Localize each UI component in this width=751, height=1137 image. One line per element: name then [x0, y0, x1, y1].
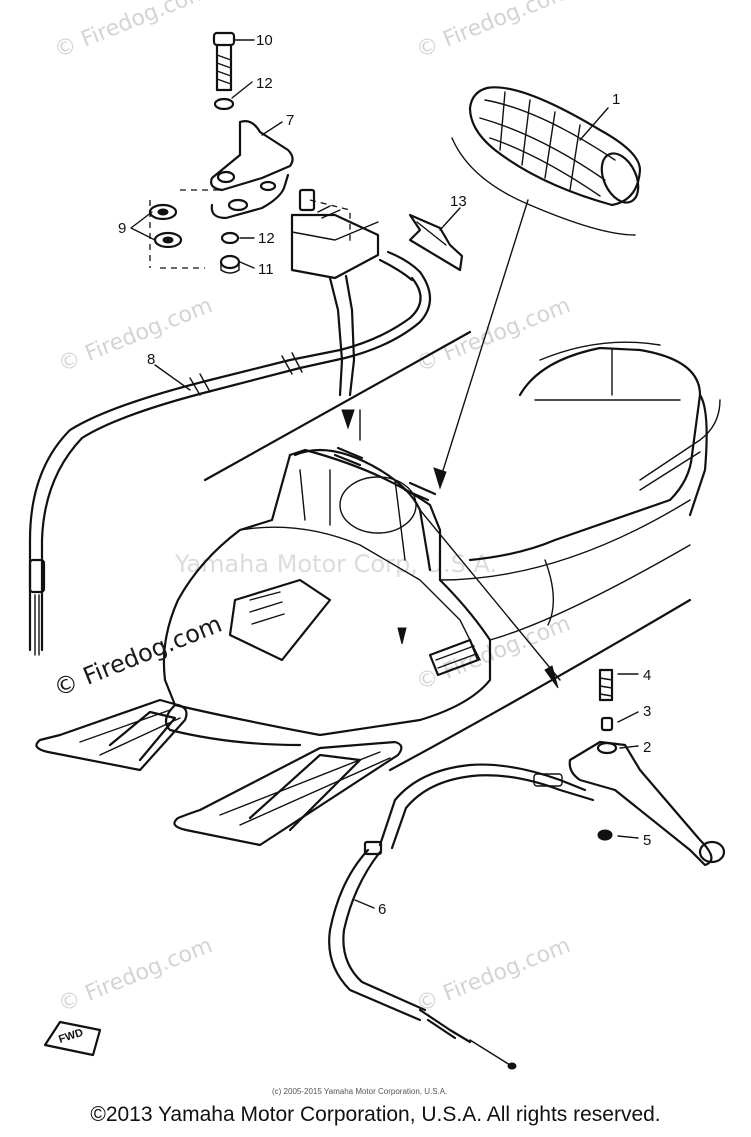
callout-5: 5 — [643, 832, 651, 849]
clip-part — [408, 213, 464, 272]
ski-right — [173, 740, 403, 847]
watermark-firedog: © Firedog.com — [51, 0, 212, 64]
washer-part — [213, 97, 235, 111]
callout-4: 4 — [643, 667, 651, 684]
callout-2: 2 — [643, 739, 651, 756]
callout-3: 3 — [643, 703, 651, 720]
small-copyright: (c) 2005-2015 Yamaha Motor Corporation, … — [272, 1087, 447, 1096]
arrows — [341, 409, 559, 689]
callout-6: 6 — [378, 901, 386, 918]
brake-cable — [328, 763, 595, 1070]
watermark-firedog: © Firedog.com — [413, 933, 574, 1017]
callout-12: 12 — [256, 75, 273, 92]
watermark-firedog: © Firedog.com — [55, 293, 216, 377]
brake-lever — [568, 668, 726, 867]
callout-7: 7 — [286, 112, 294, 129]
bracket-part — [210, 120, 294, 220]
callout-11: 11 — [258, 261, 274, 278]
snowmobile-body — [162, 341, 721, 747]
washer-part — [220, 231, 240, 245]
grip-part — [451, 86, 642, 236]
footer-copyright: ©2013 Yamaha Motor Corporation, U.S.A. A… — [90, 1103, 661, 1126]
callout-10: 10 — [256, 32, 273, 49]
callout-numbers: 1 2 3 4 5 6 7 8 9 10 11 12 12 13 — [118, 32, 651, 918]
watermark-firedog: © Firedog.com — [55, 933, 216, 1017]
callout-9: 9 — [118, 220, 126, 237]
fwd-label: FWD — [57, 1027, 85, 1046]
bolt-part — [212, 31, 236, 92]
watermark-layer: © Firedog.com © Firedog.com © Firedog.co… — [51, 0, 574, 1018]
divider-lines — [203, 330, 692, 772]
callout-13: 13 — [450, 193, 467, 210]
grommet-part — [148, 189, 220, 269]
fwd-symbol: FWD — [43, 1020, 102, 1057]
callout-1: 1 — [612, 91, 620, 108]
nut-part — [219, 254, 241, 274]
watermark-firedog-main: © Firedog.com — [50, 610, 226, 703]
leader-lines — [130, 39, 639, 909]
watermark-yamaha: Yamaha Motor Corp, U.S.A. — [174, 550, 497, 578]
ski-left — [35, 698, 188, 772]
throttle-cable — [28, 270, 432, 656]
callout-8: 8 — [147, 351, 155, 368]
throttle-switch — [290, 188, 422, 397]
callout-12: 12 — [258, 230, 275, 247]
watermark-firedog: © Firedog.com — [413, 0, 574, 64]
